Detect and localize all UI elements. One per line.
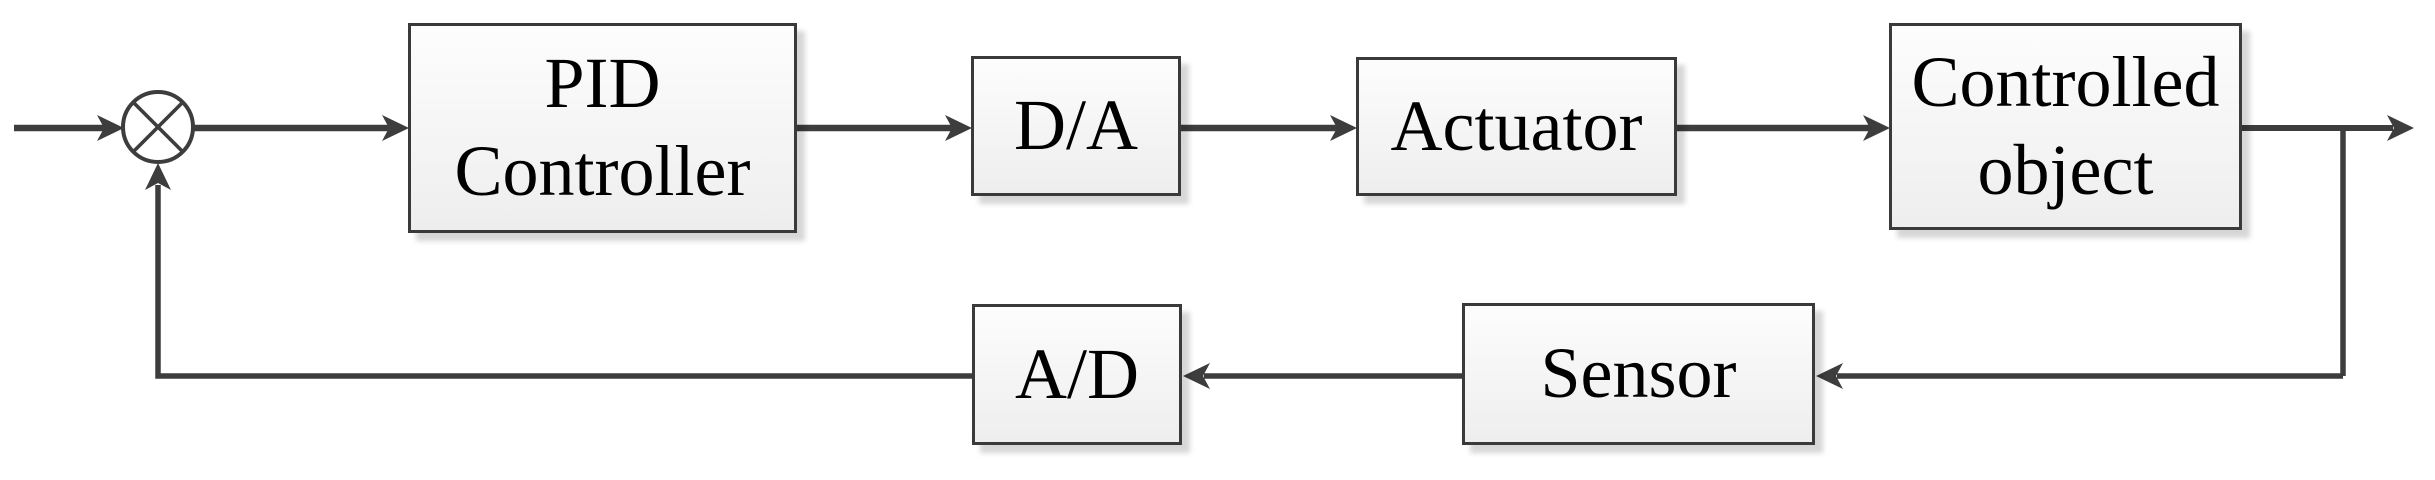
block-da-converter-label: D/A xyxy=(1014,85,1138,166)
arrowhead-da-to-actuator-icon xyxy=(1330,115,1357,141)
arrowhead-summing-to-pid-icon xyxy=(382,115,409,141)
block-ad-converter: A/D xyxy=(972,304,1182,445)
block-pid-controller-label: PID Controller xyxy=(454,43,751,211)
block-controlled-object-label: Controlled object xyxy=(1911,41,2220,210)
summing-junction-icon xyxy=(121,90,195,164)
arrowhead-into-summing-icon xyxy=(145,163,171,190)
summing-junction-cross xyxy=(132,101,184,153)
block-actuator: Actuator xyxy=(1356,57,1677,196)
arrowhead-actuator-to-controlled-icon xyxy=(1863,115,1890,141)
arrowhead-input-icon xyxy=(97,115,124,141)
block-sensor: Sensor xyxy=(1462,303,1815,445)
block-ad-converter-label: A/D xyxy=(1015,333,1139,414)
arrowhead-into-sensor-icon xyxy=(1816,363,1843,389)
block-actuator-label: Actuator xyxy=(1390,85,1643,166)
arrowhead-into-ad-icon xyxy=(1183,363,1210,389)
arrowhead-pid-to-da-icon xyxy=(945,115,972,141)
block-controlled-object: Controlled object xyxy=(1889,23,2242,230)
wire-ad-to-summing xyxy=(155,185,972,379)
block-sensor-label: Sensor xyxy=(1540,333,1737,414)
block-da-converter: D/A xyxy=(971,56,1181,196)
block-pid-controller: PID Controller xyxy=(408,23,797,233)
arrowhead-output-icon xyxy=(2387,115,2414,141)
